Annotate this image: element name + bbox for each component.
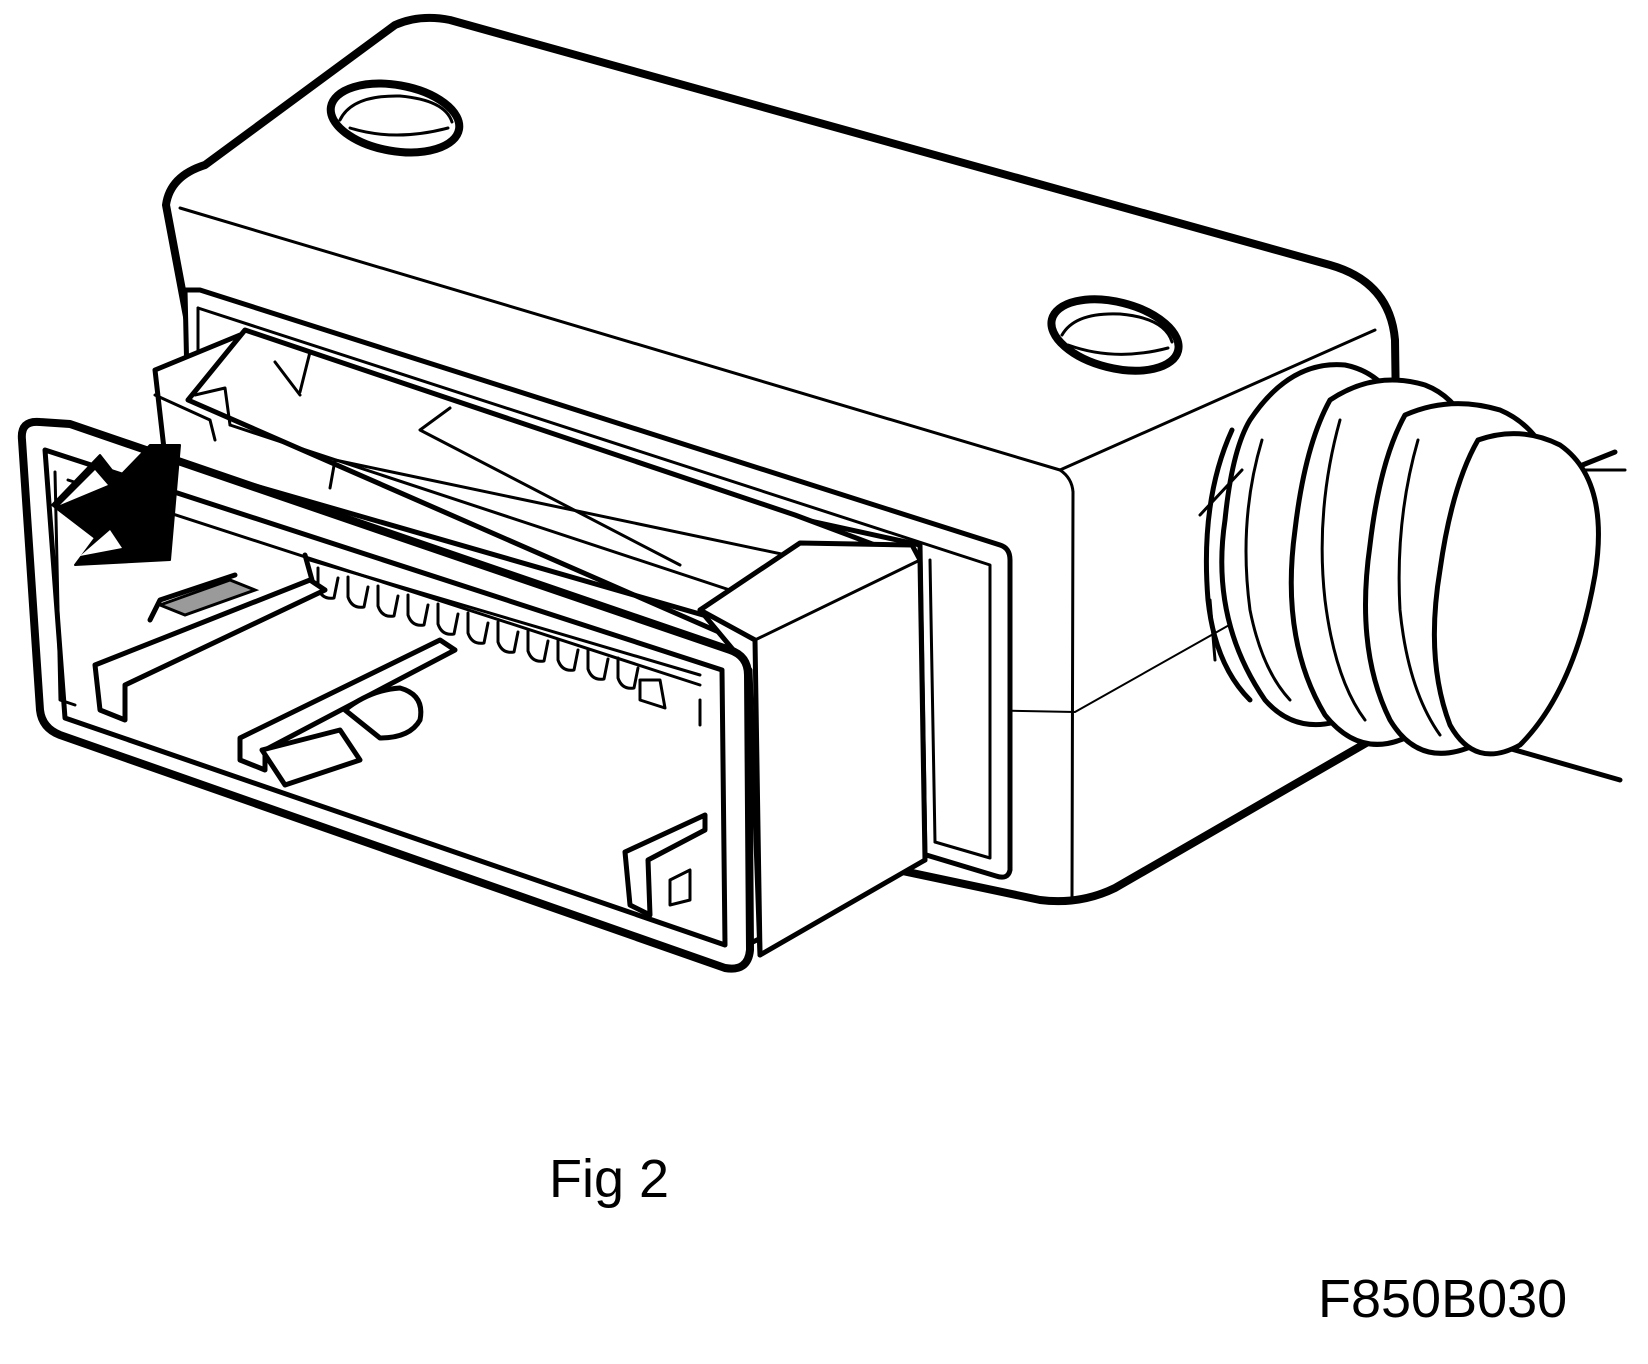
cable-boot	[1198, 362, 1627, 783]
figure-reference-code: F850B030	[1318, 1269, 1568, 1329]
mounting-hole-rear	[1047, 295, 1183, 375]
figure-caption: Fig 2	[549, 1149, 670, 1209]
double-arrow-icon	[51, 444, 181, 566]
terminal-row	[302, 552, 702, 690]
connector-front-face	[17, 417, 754, 973]
latch-strip	[147, 572, 260, 623]
mounting-hole-front	[326, 79, 464, 157]
